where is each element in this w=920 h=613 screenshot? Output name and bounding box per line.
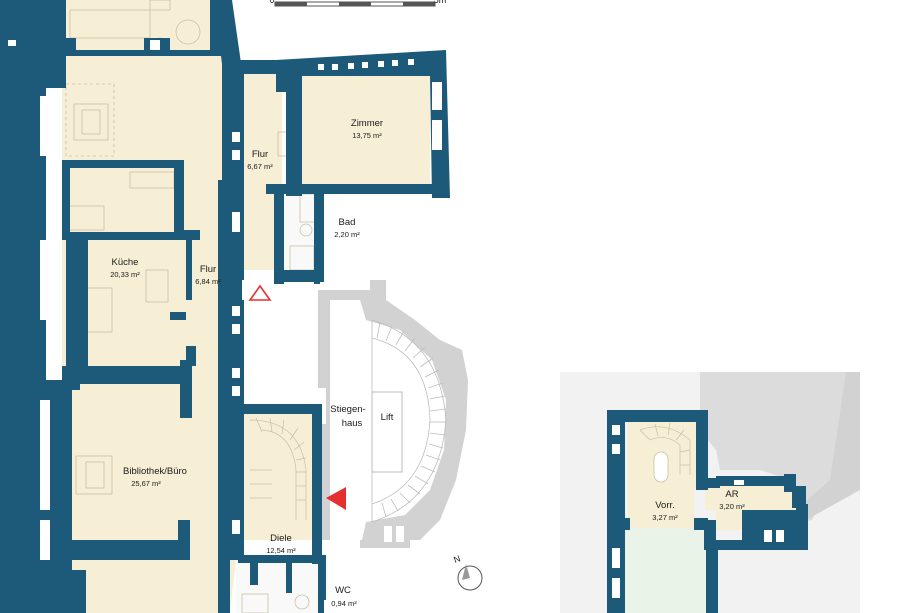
lift-label: Lift bbox=[381, 412, 394, 423]
north-arrow: N bbox=[452, 553, 483, 592]
scale-end-label: 5m bbox=[434, 0, 447, 5]
room-area-ar: 3,20 m² bbox=[719, 502, 745, 511]
stairwell-label-line1: Stiegen- bbox=[330, 404, 365, 415]
scale-bar: 0 5m bbox=[269, 0, 447, 7]
main-floor bbox=[62, 0, 430, 613]
scale-start-label: 0 bbox=[269, 0, 274, 5]
room-name-zimmer: Zimmer bbox=[351, 118, 383, 129]
room-name-vorr: Vorr. bbox=[655, 500, 675, 511]
walls bbox=[0, 0, 450, 613]
entrance-marker-icon bbox=[326, 487, 346, 510]
room-area-flur-upper: 6,67 m² bbox=[247, 162, 273, 171]
north-arrow-icon bbox=[457, 565, 483, 591]
room-labels: Zimmer 13,75 m² Flur 6,67 m² Bad 2,20 m²… bbox=[110, 118, 745, 608]
room-name-bad: Bad bbox=[339, 217, 356, 228]
room-name-wc: WC bbox=[335, 585, 351, 596]
room-area-wc: 0,94 m² bbox=[331, 599, 357, 608]
windows bbox=[8, 40, 442, 613]
room-name-ar: AR bbox=[725, 489, 738, 500]
north-label: N bbox=[452, 553, 462, 565]
room-area-bad: 2,20 m² bbox=[334, 230, 360, 239]
room-area-zimmer: 13,75 m² bbox=[352, 131, 382, 140]
room-name-diele: Diele bbox=[270, 533, 292, 544]
room-area-vorr: 3,27 m² bbox=[652, 513, 678, 522]
room-name-bibliothek: Bibliothek/Büro bbox=[123, 466, 187, 477]
room-area-flur-lower: 6,84 m² bbox=[195, 277, 221, 286]
diele-stair bbox=[249, 417, 307, 520]
entrance-markers bbox=[248, 284, 346, 510]
scale-bar-icon bbox=[274, 1, 436, 7]
room-name-kueche: Küche bbox=[112, 257, 139, 268]
room-area-diele: 12,54 m² bbox=[266, 546, 296, 555]
room-name-flur-upper: Flur bbox=[252, 149, 268, 160]
annex bbox=[560, 372, 860, 613]
stairwell bbox=[318, 280, 468, 548]
room-name-flur-lower: Flur bbox=[200, 264, 216, 275]
room-area-bibliothek: 25,67 m² bbox=[131, 479, 161, 488]
stairwell-label-line2: haus bbox=[342, 418, 363, 429]
room-area-kueche: 20,33 m² bbox=[110, 270, 140, 279]
entrance-outline-icon bbox=[248, 284, 272, 301]
